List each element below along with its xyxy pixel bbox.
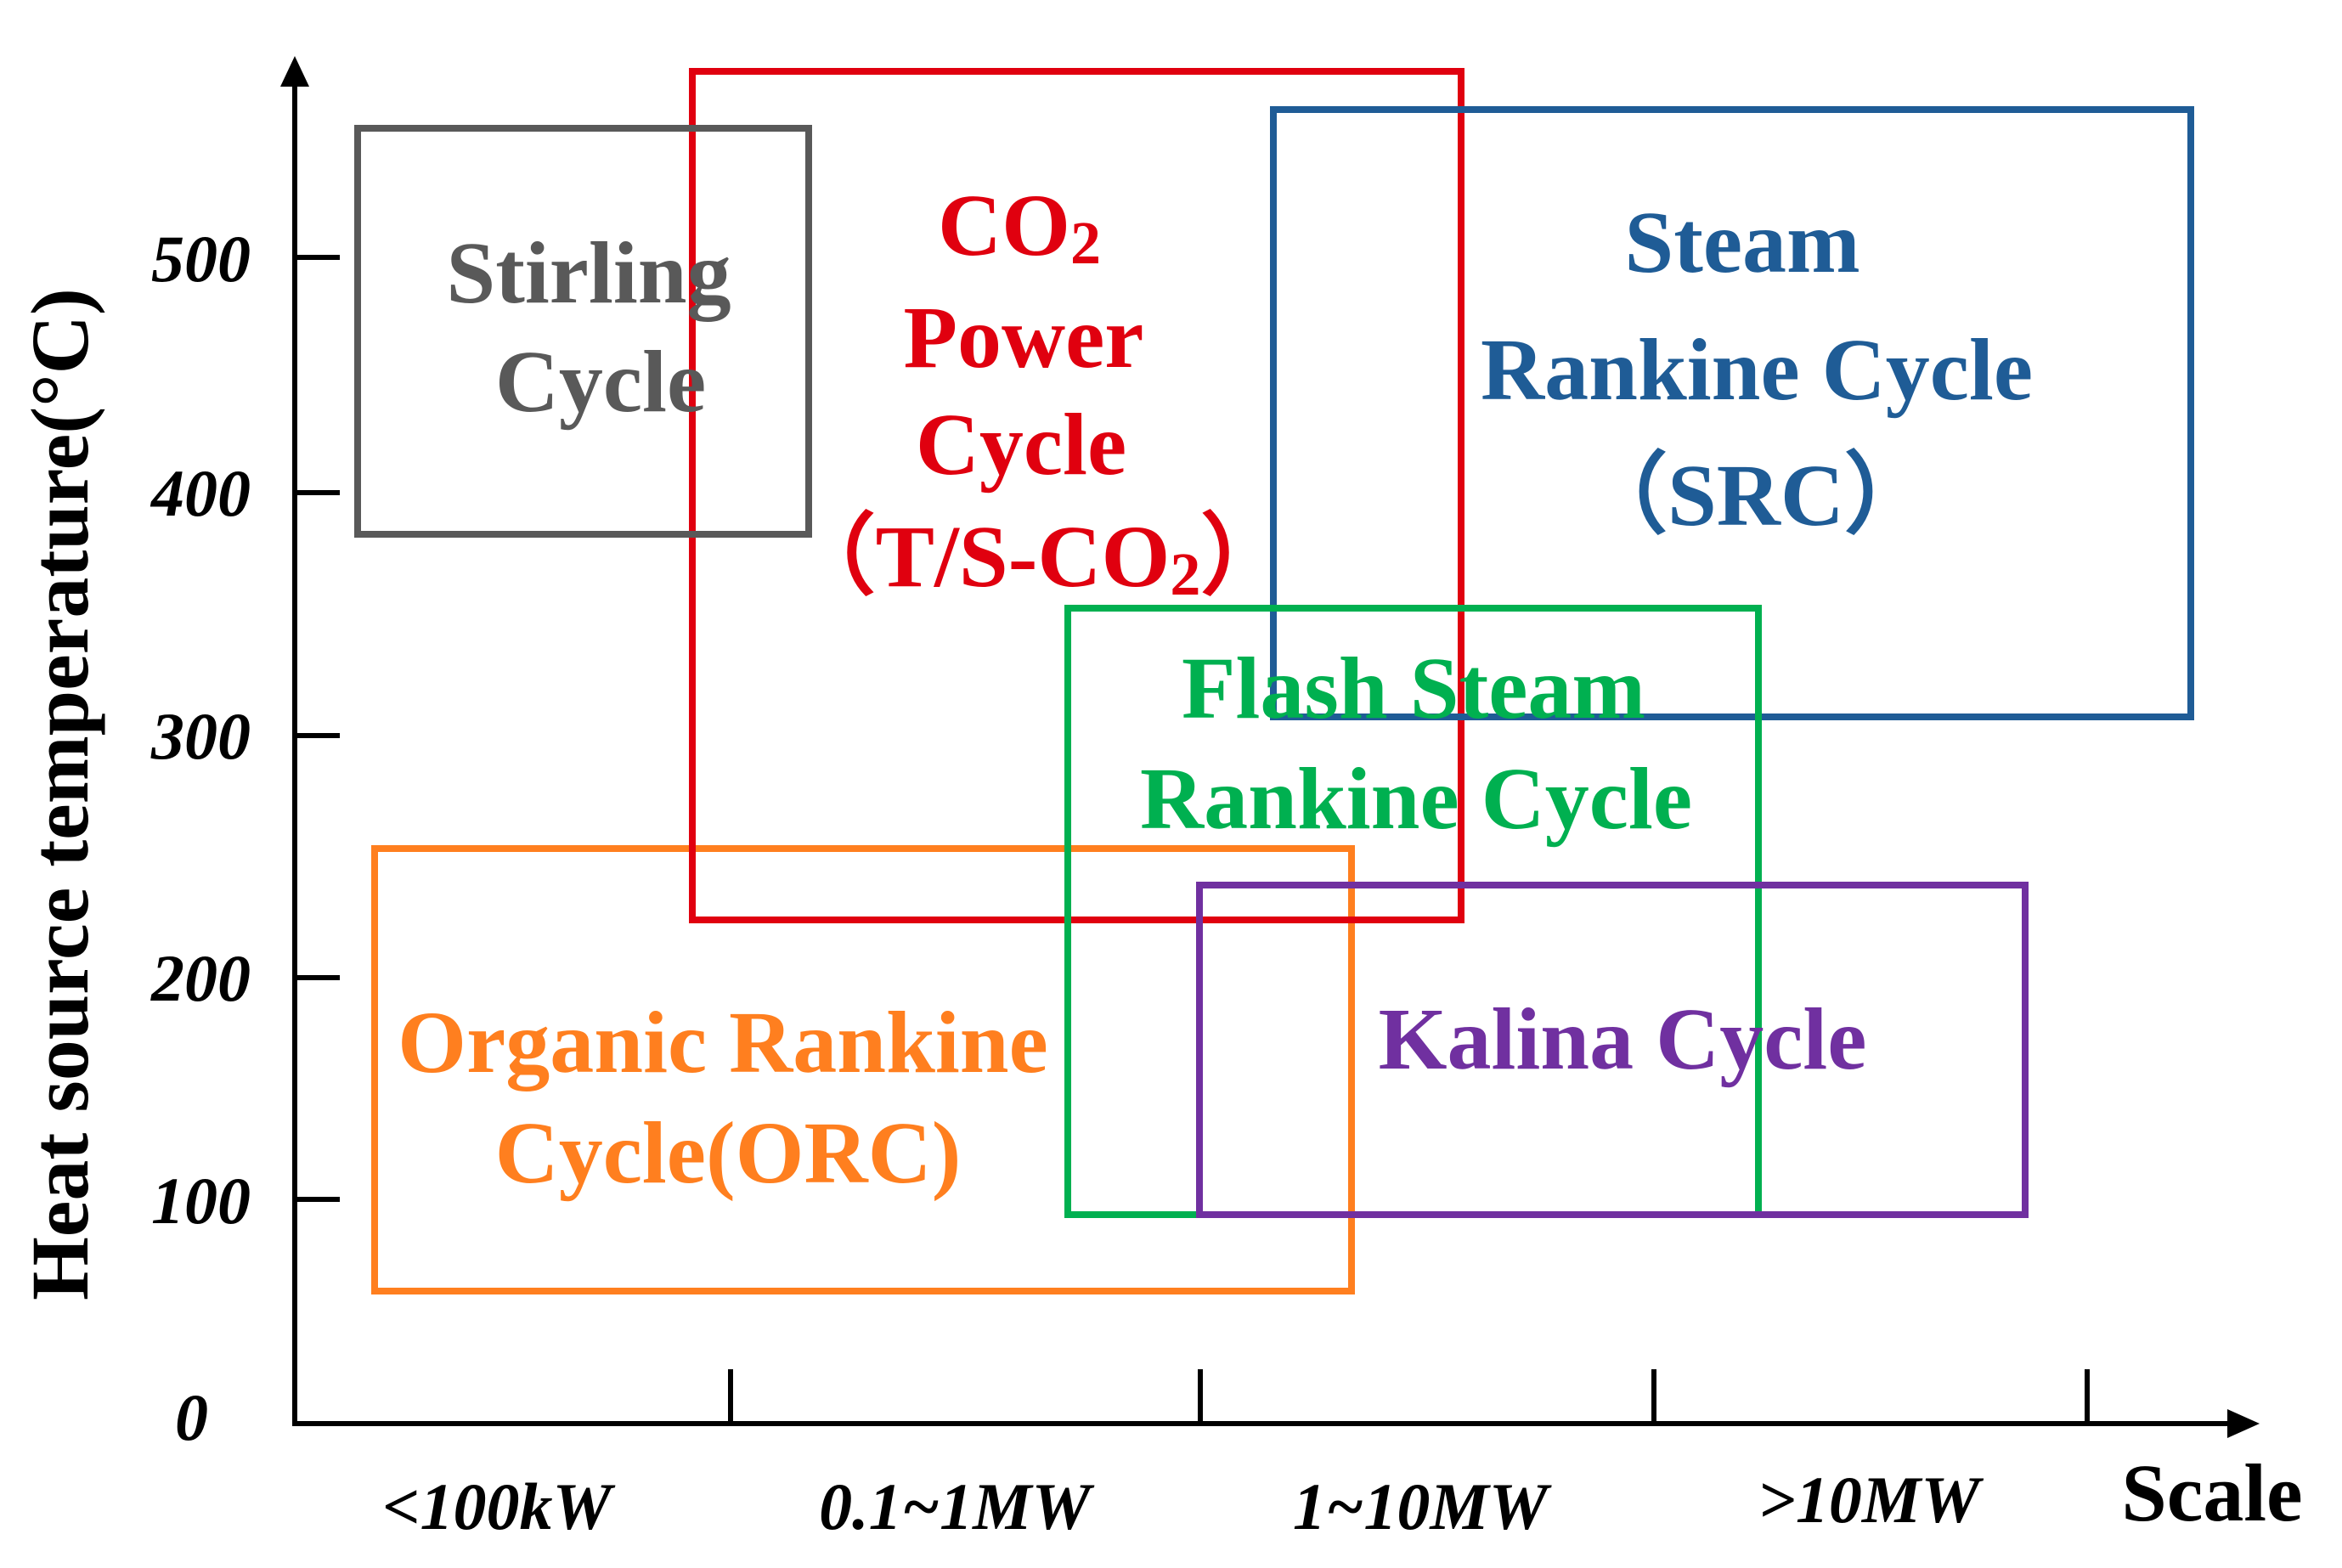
steam-label-line3: （SRC） bbox=[1579, 447, 1933, 544]
flash-label-line2: Rankine Cycle bbox=[1140, 750, 1692, 848]
y-tick-label-500: 500 bbox=[151, 222, 251, 296]
steam-label-line1: Steam bbox=[1624, 194, 1859, 291]
steam-label-line2: Rankine Cycle bbox=[1481, 321, 2033, 419]
co2-label-line1: CO2 bbox=[938, 177, 1101, 277]
co2-label-line4-close: ） bbox=[1200, 508, 1289, 606]
stirling-label-line1: Stirling bbox=[446, 224, 731, 322]
y-tick-label-100: 100 bbox=[151, 1164, 251, 1238]
co2-label-line3: Cycle bbox=[916, 396, 1126, 494]
kalina-label-line1: Kalina Cycle bbox=[1379, 990, 1867, 1088]
stirling-label-line2: Cycle bbox=[495, 333, 706, 431]
x-tick-label-1: <100kW bbox=[382, 1469, 615, 1543]
co2-label-line1-sub: 2 bbox=[1070, 209, 1101, 277]
x-tick-label-3: 1~10MW bbox=[1293, 1469, 1552, 1543]
co2-region-box bbox=[689, 68, 1464, 923]
orc-label-line1: Organic Rankine bbox=[398, 994, 1048, 1091]
orc-label-line2: Cycle(ORC) bbox=[495, 1104, 962, 1202]
kalina-region-box bbox=[1196, 882, 2029, 1218]
co2-label-line4: （T/S-CO2） bbox=[787, 508, 1290, 608]
y-tick-label-300: 300 bbox=[150, 699, 251, 773]
co2-label-line4-main: （T/S-CO bbox=[787, 508, 1171, 606]
stirling-region-box bbox=[354, 125, 812, 538]
flash-label-line1: Flash Steam bbox=[1182, 640, 1645, 737]
x-axis-arrow-icon bbox=[2227, 1409, 2260, 1438]
y-axis-title: Heat source temperature(°C) bbox=[14, 288, 105, 1300]
co2-label-line1-main: CO bbox=[938, 177, 1070, 274]
x-tick-label-2: 0.1~1MW bbox=[819, 1469, 1094, 1543]
x-tick-label-4: >10MW bbox=[1758, 1463, 1984, 1537]
orc-region-box bbox=[371, 845, 1355, 1294]
y-axis-arrow-icon bbox=[280, 56, 309, 87]
x-axis-title: Scale bbox=[2121, 1447, 2302, 1538]
co2-label-line2: Power bbox=[904, 289, 1144, 386]
y-tick-label-200: 200 bbox=[150, 941, 251, 1015]
y-tick-label-400: 400 bbox=[150, 456, 251, 530]
co2-label-line4-sub: 2 bbox=[1170, 540, 1200, 608]
y-tick-label-0: 0 bbox=[175, 1380, 208, 1454]
steam-region-box bbox=[1270, 106, 2194, 720]
